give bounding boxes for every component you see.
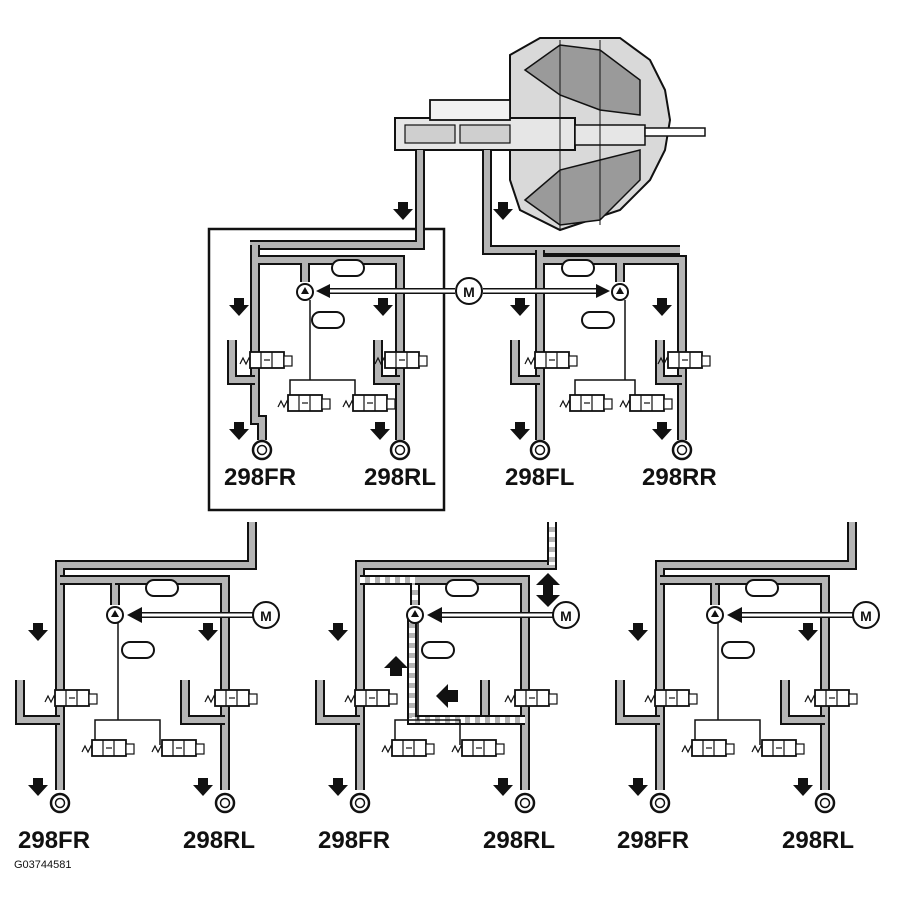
accumulator-icon [421,641,455,659]
wheel-label-rl: 298RL [782,827,855,854]
inlet-valve-icon [239,351,293,369]
motor-label: M [260,608,272,624]
outlet-valve-icon [619,394,673,412]
pump-icon [406,606,424,624]
wheel-label-fl: 298FL [505,464,575,491]
outlet-valve-icon [277,394,331,412]
pump-icon [706,606,724,624]
arrow-up-icon [536,573,560,585]
motor-icon: M [252,601,280,629]
bottom-panel-1: M [15,522,280,814]
inlet-valve-icon [524,351,578,369]
circuit-fr-rl [227,245,428,461]
flow-arrow-icon [510,298,530,316]
flow-arrow-icon [198,623,218,641]
flow-arrow-icon [328,623,348,641]
inlet-valve-icon [644,689,698,707]
flow-arrow-icon [28,623,48,641]
accumulator-icon [745,579,779,597]
outlet-valve-icon [381,739,435,757]
flow-arrow-icon [628,623,648,641]
wheel-cylinder-icon [49,792,71,814]
wheel-cylinder-icon [671,439,693,461]
flow-arrow-icon [370,422,390,440]
circuit-fl-rr [510,250,711,461]
flow-arrow-icon [628,778,648,796]
highlight-box [207,227,446,512]
arrow-left-icon [427,607,442,623]
accumulator-icon [311,311,345,329]
wheel-cylinder-icon [214,792,236,814]
wheel-cylinder-icon [389,439,411,461]
inlet-valve-icon [44,689,98,707]
motor-icon: M [455,277,483,305]
outlet-valve-icon [81,739,135,757]
flow-arrow-icon [793,778,813,796]
wheel-label-rl: 298RL [364,464,437,491]
wheel-label-fr: 298FR [18,827,91,854]
outlet-valve-icon [559,394,613,412]
motor-label: M [560,608,572,624]
wheel-label-rl: 298RL [483,827,556,854]
flow-arrow-icon [652,298,672,316]
figure-id: G03744581 [14,859,72,871]
outlet-valve-icon [342,394,396,412]
accumulator-icon [721,641,755,659]
wheel-label-rl: 298RL [183,827,256,854]
flow-arrow-icon [28,778,48,796]
arrow-left-icon [127,607,142,623]
flow-arrow-icon [510,422,530,440]
flow-arrow-icon [193,778,213,796]
flow-arrow-icon [493,778,513,796]
flow-arrow-icon [373,298,393,316]
pump-icon [611,283,629,301]
accumulator-icon [581,311,615,329]
pump-icon [106,606,124,624]
wheel-label-fr: 298FR [318,827,391,854]
flow-arrow-icon [229,422,249,440]
motor-icon: M [552,601,580,629]
accumulator-icon [331,259,365,277]
accumulator-icon [561,259,595,277]
arrow-left-icon [727,607,742,623]
wheel-label-rr: 298RR [642,464,717,491]
accumulator-icon [121,641,155,659]
wheel-cylinder-icon [349,792,371,814]
inlet-valve-icon [504,689,558,707]
flow-arrow-icon [652,422,672,440]
wheel-cylinder-icon [514,792,536,814]
inlet-valve-icon [344,689,398,707]
flow-arrow-icon [393,202,413,220]
outlet-valve-icon [681,739,735,757]
motor-icon: M [852,601,880,629]
inlet-valve-icon [657,351,711,369]
flow-arrow-icon [229,298,249,316]
wheel-label-fr: 298FR [617,827,690,854]
wheel-cylinder-icon [251,439,273,461]
wheel-label-fr: 298FR [224,464,297,491]
arrow-up-icon [384,656,408,668]
top-panel: M [207,150,711,512]
wheel-cylinder-icon [529,439,551,461]
flow-arrow-icon [493,202,513,220]
brake-booster-master-cylinder [394,37,706,232]
inlet-valve-icon [804,689,858,707]
accumulator-icon [145,579,179,597]
motor-label: M [463,284,475,300]
motor-label: M [860,608,872,624]
accumulator-icon [445,579,479,597]
arrow-down-icon [536,595,560,607]
flow-arrow-icon [798,623,818,641]
flow-arrow-icon [328,778,348,796]
wheel-cylinder-icon [649,792,671,814]
inlet-valve-icon [204,689,258,707]
arrow-left-icon [436,684,448,708]
pump-icon [296,283,314,301]
bottom-panel-2: M [315,522,580,814]
wheel-cylinder-icon [814,792,836,814]
bottom-panel-3: M [615,522,880,814]
